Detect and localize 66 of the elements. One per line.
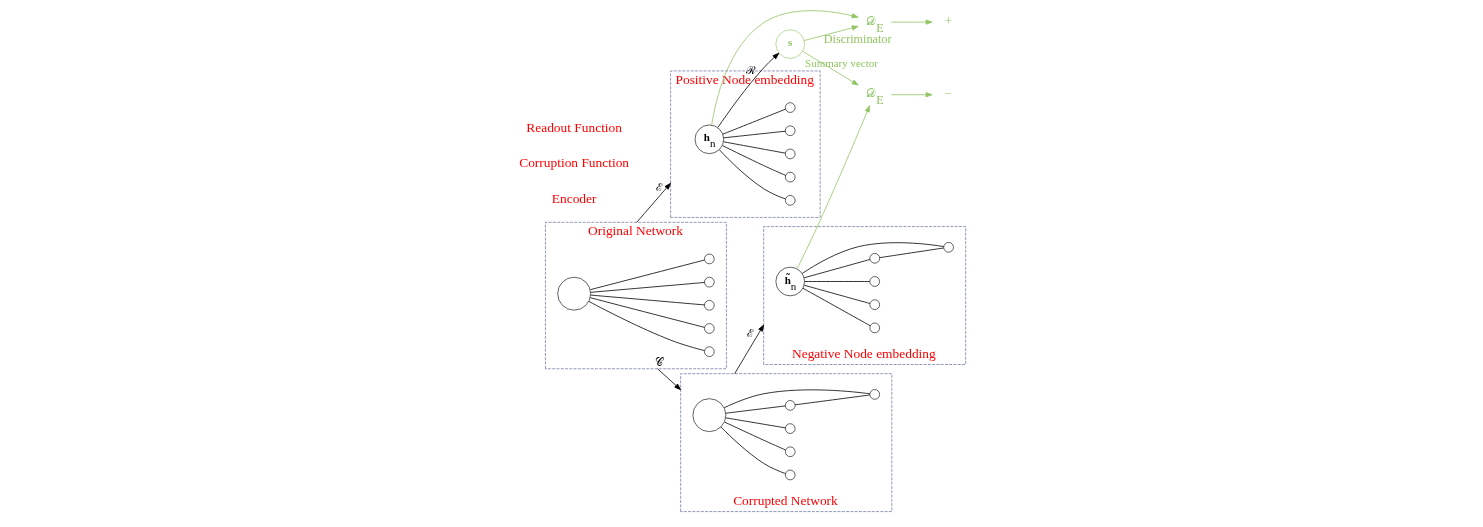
connector [801, 242, 944, 274]
connector [725, 405, 786, 414]
connector [803, 284, 870, 304]
label: Encoder [551, 190, 596, 206]
connector [722, 141, 786, 154]
connector [724, 417, 786, 429]
connector [794, 394, 870, 406]
connector [588, 301, 705, 351]
node-circle [703, 253, 715, 265]
label: Readout Function [525, 119, 622, 135]
arrow [733, 324, 764, 375]
connector [878, 247, 944, 259]
arrow [710, 10, 859, 126]
node-circle [703, 300, 715, 311]
arrow [801, 50, 859, 86]
node-label: Summary vector [804, 57, 878, 70]
connector [803, 259, 870, 279]
connector [723, 421, 786, 451]
node-circle [784, 423, 795, 434]
node-circle [784, 195, 795, 206]
connector [721, 145, 786, 176]
node-circle [784, 469, 795, 481]
node-circle [703, 346, 715, 357]
arrow [803, 25, 859, 41]
node-circle: s [775, 29, 805, 59]
edge-label: ℰ [746, 327, 754, 341]
edge-label: 𝒞 [654, 355, 663, 369]
node-circle [942, 242, 954, 253]
node-text: + [944, 14, 952, 29]
node-circle [869, 322, 880, 334]
node-circle [869, 276, 880, 287]
node-circle [784, 400, 795, 411]
arrow [635, 182, 671, 223]
node-circle [556, 276, 591, 311]
arrow [717, 52, 779, 128]
connector [802, 287, 871, 327]
connector [589, 297, 705, 328]
node-circle [869, 299, 880, 310]
connector [720, 426, 786, 474]
connector [723, 389, 870, 409]
connector [722, 130, 786, 139]
node-circle [784, 171, 795, 183]
node-circle [703, 323, 715, 334]
node-label: Discriminator [823, 31, 891, 46]
connector [803, 281, 870, 282]
node-circle [869, 253, 880, 264]
node-circle [784, 125, 795, 136]
edge-label: ℰ [655, 180, 663, 194]
cluster: Corrupted Network [679, 373, 892, 512]
connector [589, 282, 705, 293]
connector [589, 259, 705, 291]
arrow [890, 92, 932, 98]
node-circle [784, 446, 795, 457]
node-circle [784, 148, 795, 160]
node-circle [784, 102, 795, 113]
node-text: − [944, 86, 952, 101]
node-circle [869, 389, 880, 400]
arrow [796, 105, 870, 270]
arrow [656, 368, 681, 391]
node-circle [692, 398, 726, 432]
connector [718, 149, 786, 200]
connector [589, 294, 705, 306]
node-circle [703, 276, 715, 288]
label: Corruption Function [518, 155, 629, 171]
connector [721, 108, 786, 135]
arrow [890, 19, 932, 25]
